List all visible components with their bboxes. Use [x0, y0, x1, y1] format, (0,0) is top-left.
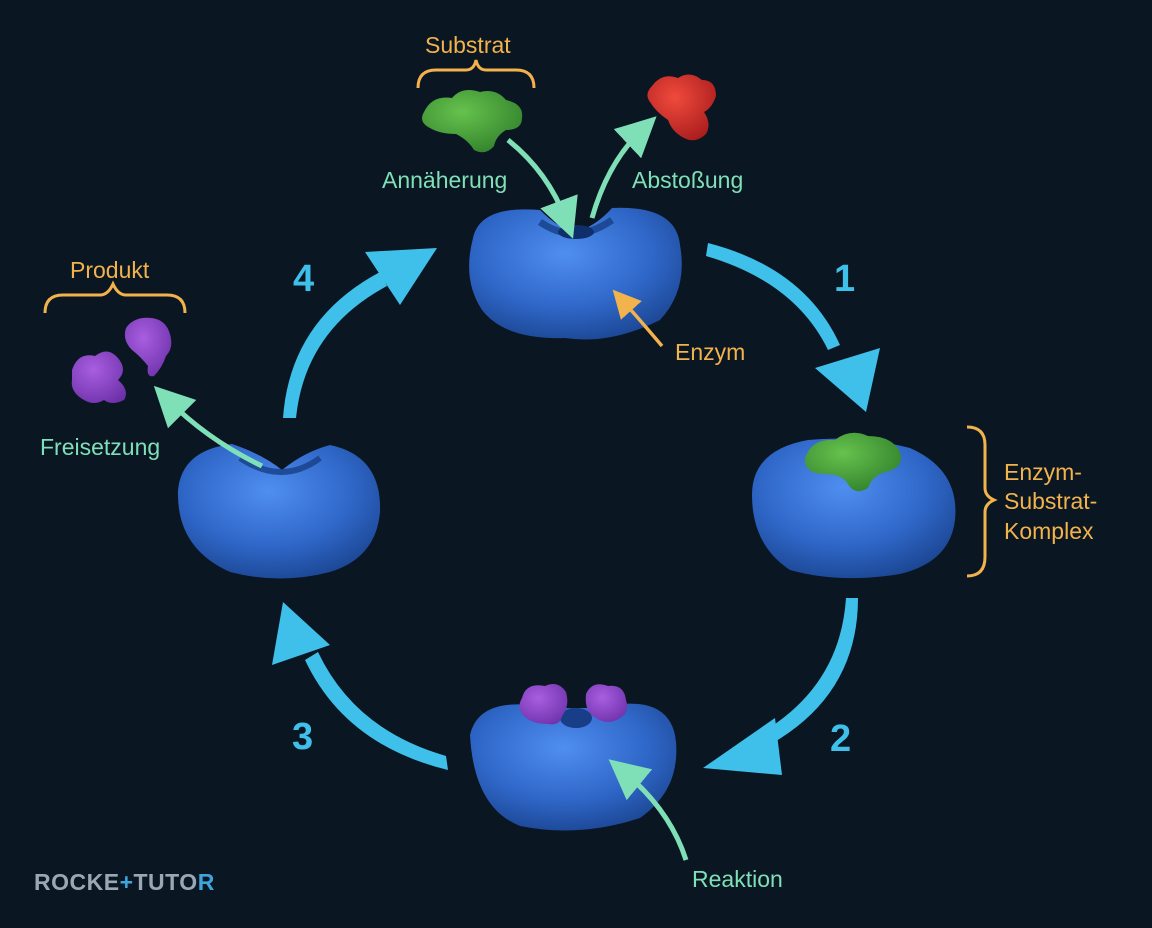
- annaeherung-label: Annäherung: [382, 167, 508, 193]
- komplex-brace: [966, 425, 998, 578]
- brand-part2: TUTO: [133, 869, 198, 895]
- enzyme-top: [469, 207, 682, 340]
- enzym-label: Enzym: [675, 339, 746, 365]
- substrate-molecule: [422, 90, 523, 153]
- cycle-arrow-2: [703, 598, 858, 775]
- annaeherung-arrow: [506, 138, 578, 239]
- produkt-label: Produkt: [70, 257, 150, 283]
- reaktion-arrow: [608, 759, 689, 861]
- substrat-label: Substrat: [425, 32, 511, 58]
- komplex-label-line3: Komplex: [1004, 518, 1094, 544]
- cycle-arrow-3: [272, 602, 448, 770]
- bound-substrate: [804, 432, 901, 492]
- freisetzung-label: Freisetzung: [40, 434, 161, 460]
- brand-logo: ROCKE+TUTOR: [34, 869, 215, 896]
- rejected-molecule: [647, 74, 716, 141]
- enzyme-release: [177, 444, 381, 579]
- substrat-brace: [416, 59, 536, 89]
- enzym-pointer-arrow: [612, 289, 664, 348]
- komplex-label-line2: Substrat-: [1004, 488, 1098, 514]
- freisetzung-arrow: [153, 385, 264, 469]
- product-fragment-left: [519, 684, 568, 725]
- cycle-arrow-1: [706, 243, 880, 412]
- step-number-3: 3: [292, 716, 314, 758]
- produkt-brace: [43, 280, 187, 314]
- brand-plus: +: [119, 869, 134, 895]
- enzyme-substrate-complex: [752, 432, 956, 579]
- abstossung-arrow: [589, 116, 657, 219]
- cycle-arrow-4: [283, 248, 437, 418]
- step-number-4: 4: [293, 258, 315, 300]
- step-number-2: 2: [830, 718, 852, 760]
- product-fragment-right: [585, 684, 628, 722]
- step-number-1: 1: [834, 258, 856, 300]
- product-molecule-right: [124, 317, 172, 377]
- brand-part1: ROCKE: [34, 869, 120, 895]
- abstossung-label: Abstoßung: [632, 167, 744, 193]
- brand-r: R: [197, 869, 215, 895]
- reaktion-label: Reaktion: [692, 866, 783, 892]
- komplex-label-line1: Enzym-: [1004, 459, 1082, 485]
- product-molecule-left: [71, 351, 126, 403]
- enzyme-reaction: [470, 684, 677, 831]
